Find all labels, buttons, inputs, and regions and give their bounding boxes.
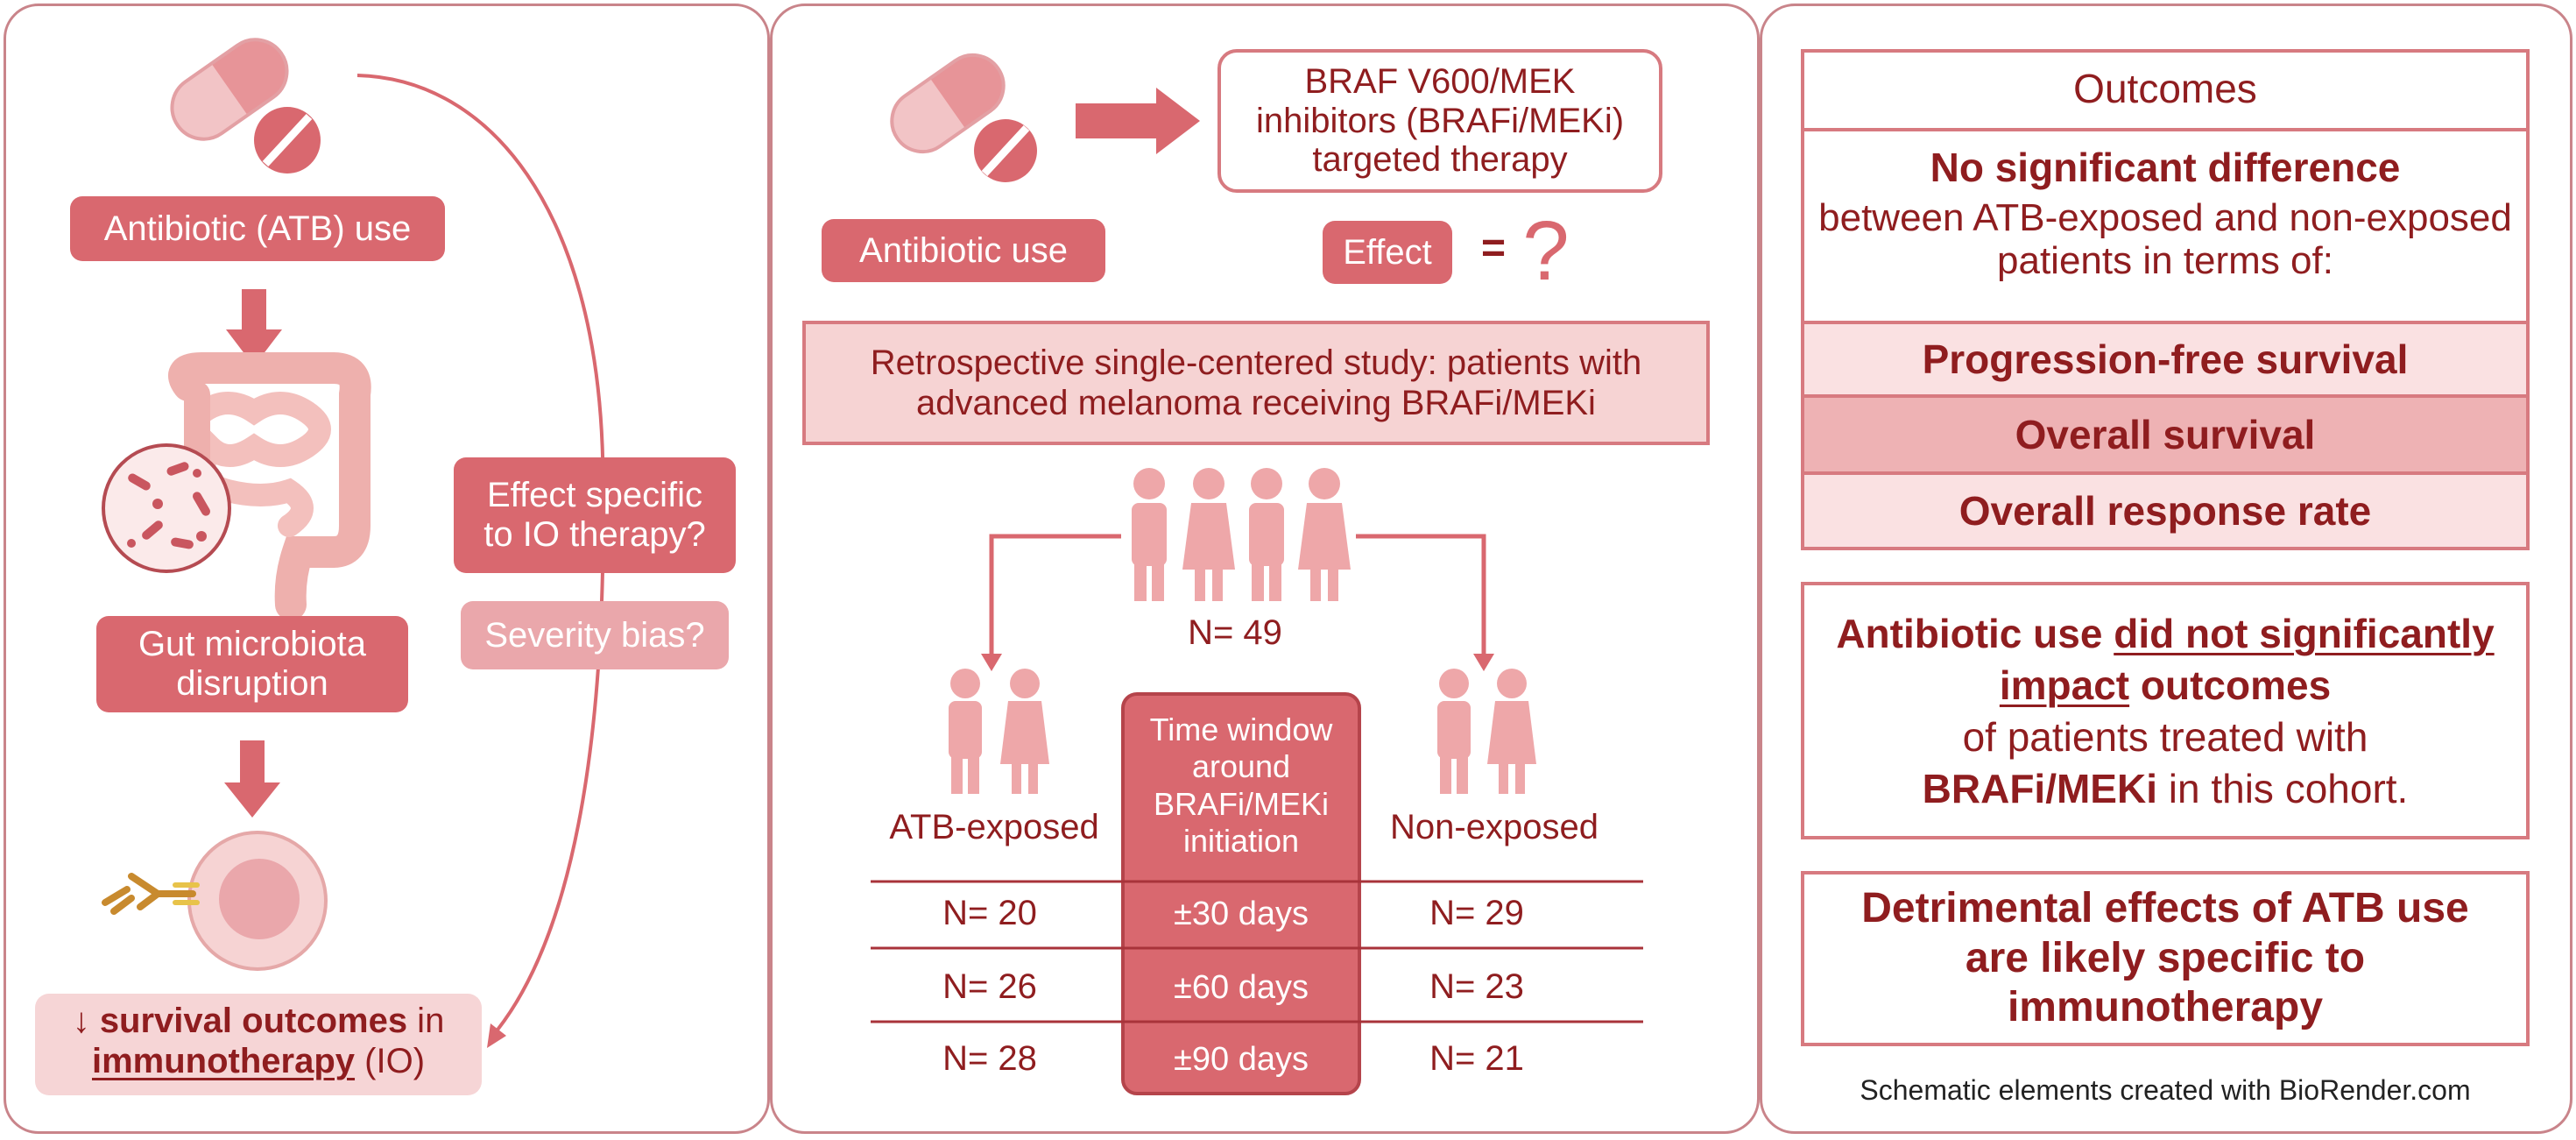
conclusion-box: Antibiotic use did not significantly imp… [1801,582,2530,839]
concl-a: Antibiotic use [1836,611,2114,656]
row3-window: ±90 days [1174,1041,1309,1078]
outcome-box: ↓ survival outcomes in immunotherapy (IO… [35,994,482,1095]
nonexposed-label: Non-exposed [1390,808,1599,846]
credit-text: Schematic elements created with BioRende… [1860,1074,2471,1106]
concl-b: did not significantly impact [1999,611,2495,708]
no-diff-text: between ATB-exposed and non-exposed pati… [1818,196,2512,283]
study-box: Retrospective single-centered study: pat… [802,321,1710,445]
outcomes-title: Outcomes [2073,66,2257,111]
outcome-pfs: Progression-free survival [1801,321,2530,398]
concl-d: of patients treated with [1962,713,2368,760]
concl-e: BRAFi/MEKi [1922,765,2157,811]
effect-pill: Effect [1323,221,1452,284]
row1-nonexposed: N= 29 [1429,894,1524,932]
detrimental-box: Detrimental effects of ATB use are likel… [1801,871,2530,1046]
survival-outcomes-text: survival outcomes [99,1002,408,1040]
total-n: N= 49 [1188,613,1282,652]
antibiotic-use-label: Antibiotic (ATB) use [70,196,445,261]
time-window-column [1121,692,1361,1095]
effect-specific-question: Effect specific to IO therapy? [454,457,736,573]
concl-c: outcomes [2129,662,2332,708]
io-abbr-text: (IO) [355,1042,426,1080]
row3-nonexposed: N= 21 [1429,1039,1524,1078]
row3-exposed: N= 28 [942,1039,1037,1078]
row2-window: ±60 days [1174,969,1309,1006]
row1-exposed: N= 20 [942,894,1037,932]
immunotherapy-text: immunotherapy [91,1042,356,1080]
no-diff-bold: No significant difference [1930,145,2401,190]
row2-nonexposed: N= 23 [1429,967,1524,1006]
equals-sign: = [1480,225,1507,272]
gut-microbiota-label: Gut microbiota disruption [96,616,408,712]
outcome-os: Overall survival [1801,394,2530,475]
question-mark: ? [1522,204,1570,298]
right-panel [1760,4,2572,1134]
concl-f: in this cohort. [2156,765,2409,811]
therapy-box: BRAF V600/MEK inhibitors (BRAFi/MEKi) ta… [1217,49,1662,193]
in-text: in [407,1002,445,1040]
outcome-orr: Overall response rate [1801,471,2530,550]
row2-exposed: N= 26 [942,967,1037,1006]
row1-window: ±30 days [1174,896,1309,932]
title-divider [1801,128,2530,131]
exposed-label: ATB-exposed [889,808,1099,846]
down-arrow-glyph: ↓ [72,1002,90,1040]
antibiotic-use-pill: Antibiotic use [822,219,1105,282]
severity-bias-question: Severity bias? [461,601,729,669]
time-window-header: Time window around BRAFi/MEKi initiation [1149,712,1333,860]
